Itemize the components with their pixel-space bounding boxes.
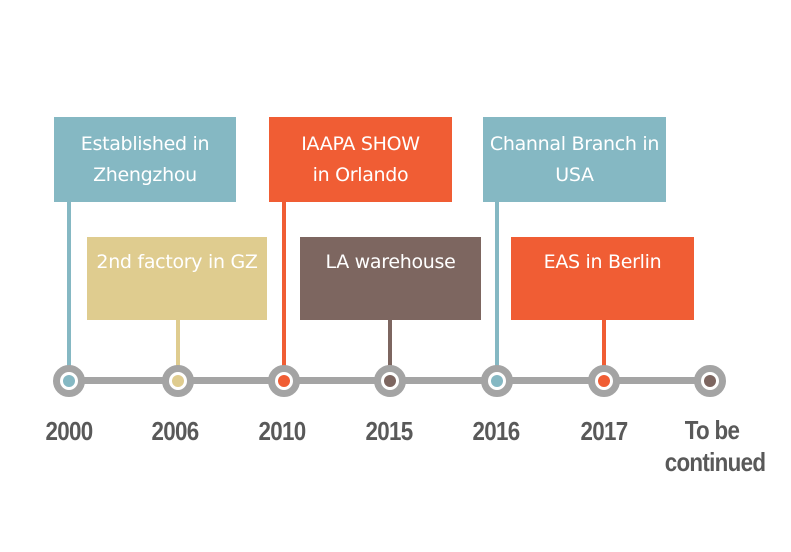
event-box-iaapa-show: IAAPA SHOW in Orlando: [269, 117, 452, 202]
event-title: EAS in Berlin: [543, 251, 662, 273]
milestone-dot: [384, 375, 396, 387]
year-label-2016: 2016: [472, 416, 520, 446]
milestone-node-2016: [481, 365, 513, 397]
year-label-2000: 2000: [45, 416, 93, 446]
milestone-dot: [278, 375, 290, 387]
year-label-line: continued: [664, 447, 766, 477]
milestone-dot: [598, 375, 610, 387]
event-title: USA: [555, 163, 594, 186]
milestone-dot: [704, 375, 716, 387]
milestone-node-2010: [268, 365, 300, 397]
connector-2015: [388, 318, 392, 375]
year-label-line: To be: [684, 415, 740, 445]
event-title: Zhengzhou: [93, 163, 197, 186]
event-box-la-warehouse: LA warehouse: [300, 237, 481, 320]
year-label-2010: 2010: [258, 416, 306, 446]
year-label-2015: 2015: [365, 416, 413, 446]
event-box-established: Established in Zhengzhou: [54, 117, 236, 202]
milestone-dot: [63, 375, 75, 387]
year-label-to-be-continued: To be continued: [664, 414, 766, 478]
connector-2010: [282, 200, 286, 375]
event-title: IAAPA SHOW: [301, 132, 420, 155]
event-box-eas-berlin: EAS in Berlin: [511, 237, 694, 320]
event-title: 2nd factory in GZ: [96, 251, 258, 273]
event-box-channal-branch: Channal Branch in USA: [483, 117, 666, 202]
event-title: Channal Branch in: [489, 132, 660, 155]
milestone-node-2000: [53, 365, 85, 397]
connector-2016: [495, 200, 499, 375]
milestone-node-2017: [588, 365, 620, 397]
event-title: Established in: [80, 132, 210, 155]
year-label-2017: 2017: [580, 416, 628, 446]
connector-2000: [67, 200, 71, 375]
connector-2006: [176, 318, 180, 375]
milestone-dot: [172, 375, 184, 387]
event-title: LA warehouse: [325, 251, 456, 273]
year-label-2006: 2006: [151, 416, 199, 446]
event-title: in Orlando: [312, 163, 409, 186]
milestone-dot: [491, 375, 503, 387]
connector-2017: [602, 318, 606, 375]
milestone-node-2015: [374, 365, 406, 397]
event-box-2nd-factory: 2nd factory in GZ: [87, 237, 267, 320]
milestone-node-2006: [162, 365, 194, 397]
milestone-node-continued: [694, 365, 726, 397]
